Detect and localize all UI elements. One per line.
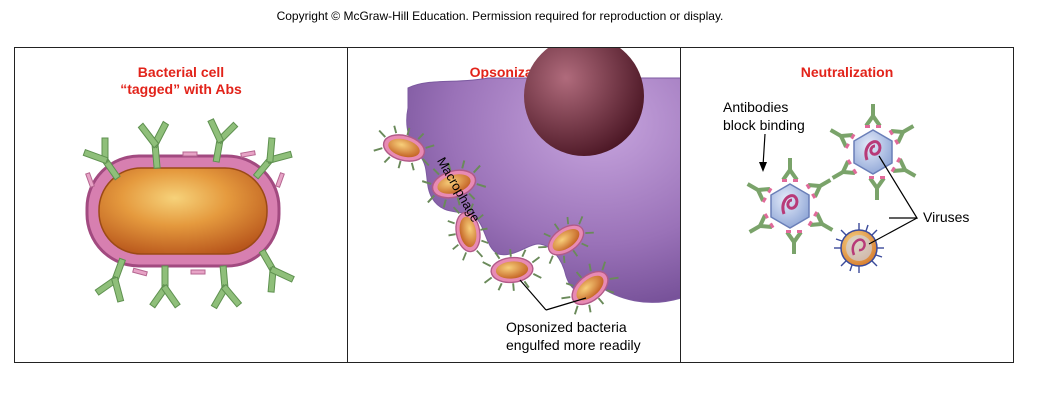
neutralized-virus-left	[743, 158, 837, 254]
panel-opsonization: Opsonization	[347, 48, 680, 362]
panel-neutralization: Neutralization	[680, 48, 1013, 362]
title-line-2: “tagged” with Abs	[120, 81, 242, 97]
viruses-label: Viruses	[923, 209, 970, 225]
panel-bacterial-cell: Bacterial cell “tagged” with Abs	[15, 48, 347, 362]
figure-panels: Bacterial cell “tagged” with Abs	[14, 47, 1014, 363]
neutralized-virus-right	[826, 104, 920, 200]
pointer-free-virus	[868, 217, 918, 245]
opsonized-caption: Opsonized bacteria engulfed more readily	[506, 318, 641, 354]
neutralization-illustration	[743, 104, 920, 273]
caption-line-2: engulfed more readily	[506, 337, 641, 353]
free-virus	[834, 223, 884, 273]
pointer-right-virus	[878, 155, 919, 219]
panel-title-neutralization: Neutralization	[800, 64, 894, 80]
title-line-1: Bacterial cell	[137, 64, 225, 80]
macrophage-nucleus	[524, 48, 644, 156]
panel-title-bacterial-cell: Bacterial cell “tagged” with Abs	[15, 64, 347, 98]
antibody-fragments	[85, 150, 285, 277]
opsonization-illustration	[370, 48, 680, 324]
antibodies-caption: Antibodies block binding	[723, 98, 805, 134]
antibodies-line-1: Antibodies	[723, 99, 789, 115]
tagged-bacterium-illustration	[80, 117, 297, 310]
copyright-notice: Copyright © McGraw-Hill Education. Permi…	[276, 9, 724, 23]
caption-line-1: Opsonized bacteria	[506, 319, 627, 335]
antibodies-line-2: block binding	[723, 117, 805, 133]
